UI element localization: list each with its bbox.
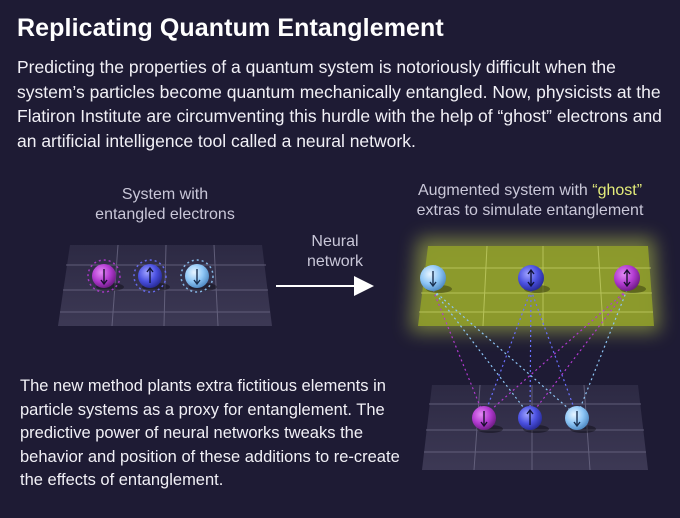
right-label-prefix: Augmented system with bbox=[417, 182, 593, 199]
left-plane bbox=[58, 244, 272, 327]
nn-label-line2: network bbox=[306, 253, 364, 270]
left-label-line2: entangled electrons bbox=[95, 206, 235, 223]
left-electron-magenta bbox=[87, 259, 124, 293]
left-electron-blue bbox=[133, 259, 170, 293]
lower-electron-lightblue bbox=[565, 406, 596, 433]
left-system-label: System with entangled electrons bbox=[55, 185, 275, 225]
right-label-line1: Augmented system with “ghost” bbox=[388, 181, 672, 201]
lower-electron-magenta bbox=[472, 406, 503, 433]
ghost-electron-magenta bbox=[614, 265, 646, 293]
right-system-label: Augmented system with “ghost” extras to … bbox=[388, 181, 672, 221]
left-electron-lightblue bbox=[180, 259, 217, 293]
ghost-electron-lightblue bbox=[420, 265, 452, 293]
ghost-electron-blue bbox=[518, 265, 550, 293]
ghost-word: “ghost” bbox=[592, 182, 643, 199]
nn-label-line1: Neural bbox=[311, 233, 359, 250]
bottom-paragraph: The new method plants extra fictitious e… bbox=[20, 377, 400, 489]
intro-paragraph: Predicting the properties of a quantum s… bbox=[17, 57, 662, 151]
page-title: Replicating Quantum Entanglement bbox=[17, 14, 444, 42]
left-label-line1: System with bbox=[121, 186, 209, 203]
connection-lines bbox=[432, 289, 628, 417]
right-label-line2: extras to simulate entanglement bbox=[416, 202, 644, 219]
lower-electron-blue bbox=[518, 406, 549, 433]
neural-network-label: Neural network bbox=[280, 232, 390, 272]
